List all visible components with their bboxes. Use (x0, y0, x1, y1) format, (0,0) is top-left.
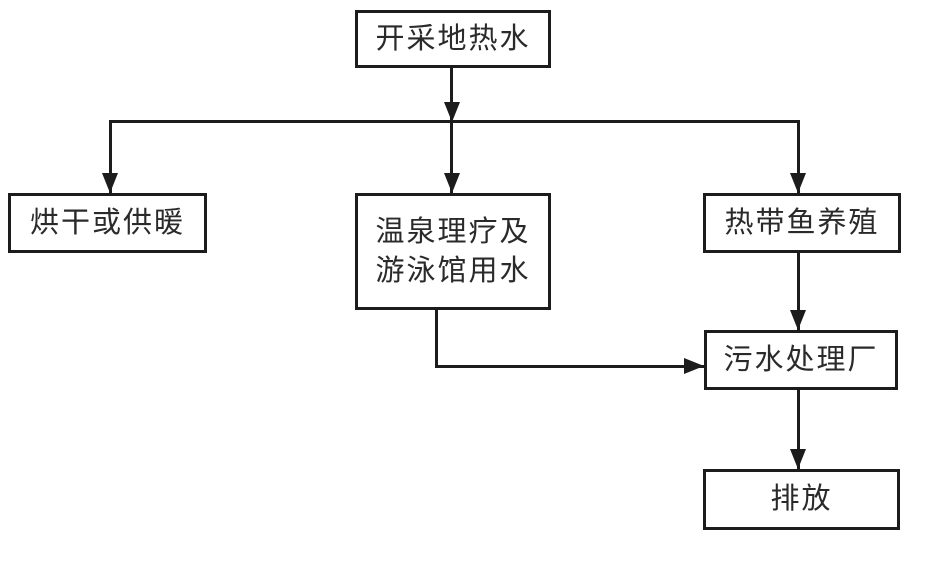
node-sewage-treatment-plant: 污水处理厂 (704, 330, 898, 390)
node-label-line2: 游泳馆用水 (375, 254, 531, 287)
edge-source-trunk-line (450, 68, 453, 193)
edge-source-fish-line (797, 120, 800, 193)
node-tropical-fish-farming: 热带鱼养殖 (703, 193, 901, 253)
edge-fish-sewage-line (797, 253, 800, 330)
node-label: 污水处理厂 (723, 343, 879, 376)
node-label: 热带鱼养殖 (724, 206, 880, 239)
node-label: 排放 (770, 483, 833, 516)
arrowhead-source-to-spa-icon (444, 173, 460, 193)
edge-spa-sewage-line-horizontal (435, 365, 704, 368)
edge-source-drying-line (109, 120, 112, 193)
arrowhead-sewage-to-discharge-icon (790, 449, 806, 469)
edge-spa-sewage-line-vertical (435, 310, 438, 367)
node-label-line1: 温泉理疗及 (375, 216, 531, 249)
node-drying-or-heating: 烘干或供暖 (8, 193, 207, 253)
node-geothermal-water-extraction: 开采地热水 (355, 10, 551, 68)
edge-sewage-discharge-line (797, 390, 800, 469)
arrowhead-spa-to-sewage-icon (684, 358, 704, 374)
node-hot-spring-therapy-swimming-pool: 温泉理疗及 游泳馆用水 (355, 193, 551, 310)
arrowhead-source-to-drying-icon (102, 173, 118, 193)
node-label: 开采地热水 (375, 22, 531, 55)
arrowhead-fish-to-sewage-icon (790, 310, 806, 330)
arrowhead-source-to-branch-icon (444, 102, 460, 122)
arrowhead-source-to-fish-icon (790, 173, 806, 193)
node-discharge: 排放 (703, 469, 900, 530)
node-label: 烘干或供暖 (29, 206, 185, 239)
